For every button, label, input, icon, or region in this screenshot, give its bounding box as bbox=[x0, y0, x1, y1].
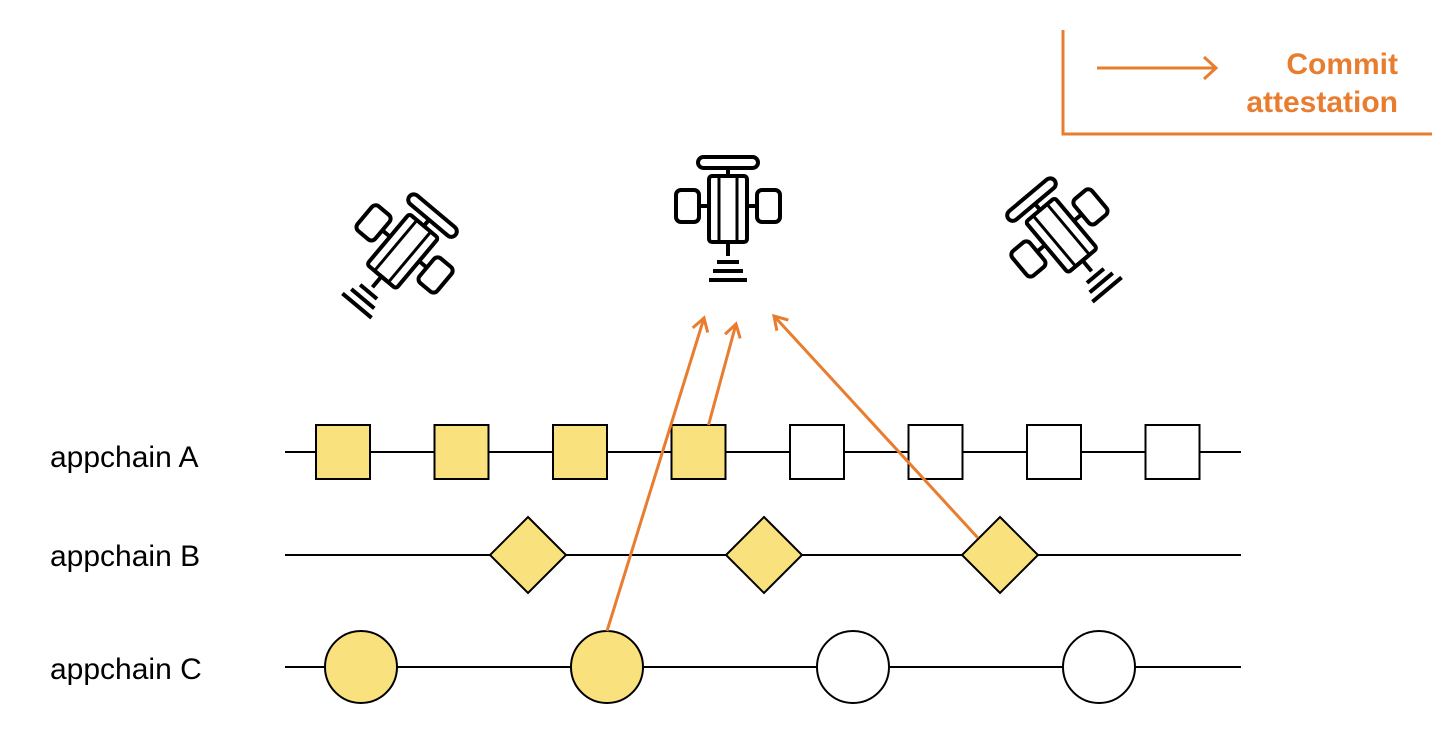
empty-circle-block bbox=[1062, 630, 1136, 704]
legend bbox=[1061, 30, 1432, 136]
filled-diamond-block bbox=[724, 515, 804, 595]
filled-circle-block bbox=[324, 630, 398, 704]
satellite-icon bbox=[315, 175, 478, 342]
empty-square-block bbox=[789, 424, 845, 480]
satellite-icon bbox=[674, 155, 782, 282]
chain-label-b: appchain B bbox=[50, 540, 201, 573]
filled-diamond-block bbox=[960, 515, 1040, 595]
filled-diamond-block bbox=[488, 515, 568, 595]
filled-square-block bbox=[315, 424, 371, 480]
filled-circle-block bbox=[570, 630, 644, 704]
satellite-center bbox=[674, 155, 782, 282]
chains-layer bbox=[285, 424, 1241, 704]
arrowhead-icon bbox=[724, 321, 742, 339]
empty-circle-block bbox=[816, 630, 890, 704]
filled-square-block bbox=[670, 424, 727, 480]
empty-square-block bbox=[1026, 424, 1082, 480]
arrowhead-icon bbox=[772, 313, 789, 332]
filled-square-block bbox=[433, 424, 490, 480]
satellite-icon bbox=[986, 159, 1149, 326]
filled-square-block bbox=[552, 424, 608, 480]
attestation-arrow bbox=[772, 313, 980, 540]
attestation-arrow bbox=[707, 321, 742, 426]
chain-circle-row bbox=[285, 630, 1241, 704]
legend-label-line1: Commit bbox=[1286, 48, 1398, 81]
chain-diamond-row bbox=[285, 515, 1241, 595]
attestation-arrows bbox=[605, 313, 980, 632]
chain-label-c: appchain C bbox=[50, 653, 202, 686]
arrowhead-icon bbox=[691, 315, 710, 333]
chain-label-a: appchain A bbox=[50, 441, 199, 474]
satellite-right bbox=[986, 159, 1149, 326]
legend-frame bbox=[1061, 30, 1432, 136]
chain-square-row bbox=[285, 424, 1241, 480]
attestation-arrow bbox=[605, 315, 710, 632]
legend-label: Commit attestation bbox=[1246, 46, 1398, 122]
legend-label-line2: attestation bbox=[1246, 86, 1398, 119]
empty-square-block bbox=[1144, 424, 1201, 480]
right-arrow-icon bbox=[1097, 55, 1219, 81]
satellite-left bbox=[315, 175, 478, 342]
